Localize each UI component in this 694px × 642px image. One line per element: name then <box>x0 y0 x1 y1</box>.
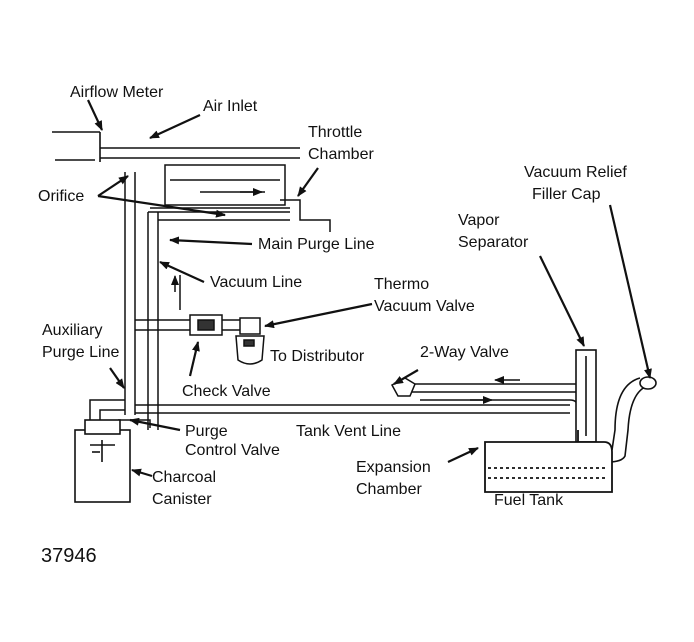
vacuum-line-label: Vacuum Line <box>210 274 303 291</box>
vacuum-relief-label-line2: Filler Cap <box>532 186 601 203</box>
tank-vent-line-label: Tank Vent Line <box>296 423 401 440</box>
purge-and-vacuum-lines <box>124 172 290 430</box>
thermo-vacuum-valve-label-line1: Thermo <box>374 276 430 293</box>
thermo-vacuum-valve <box>235 317 265 365</box>
charcoal-canister-label-line1: Charcoal <box>152 469 217 486</box>
fuel-tank-label: Fuel Tank <box>494 492 564 509</box>
charcoal-canister <box>74 419 131 503</box>
leader-arrows <box>87 99 652 478</box>
check-valve-label: Check Valve <box>182 383 271 400</box>
figure-number: 37946 <box>41 545 97 567</box>
air-intake-duct <box>52 131 300 162</box>
check-valve <box>189 314 223 336</box>
expansion-chamber-label-line1: Expansion <box>356 459 431 476</box>
throttle-chamber-label-line1: Throttle <box>308 124 363 141</box>
two-way-valve-label: 2-Way Valve <box>420 344 509 361</box>
vapor-separator <box>575 349 597 443</box>
vapor-separator-label-line1: Vapor <box>458 212 500 229</box>
orifice-label: Orifice <box>38 188 85 205</box>
charcoal-canister-label-line2: Canister <box>152 491 212 508</box>
fuel-tank <box>484 430 613 493</box>
two-way-valve-assembly <box>390 376 580 409</box>
main-purge-line-label: Main Purge Line <box>258 236 375 253</box>
airflow-meter-label: Airflow Meter <box>70 84 164 101</box>
to-distributor-label: To Distributor <box>270 348 365 365</box>
purge-control-valve-label-line2: Control Valve <box>185 442 280 459</box>
filler-neck <box>607 376 657 463</box>
air-inlet-label: Air Inlet <box>203 98 258 115</box>
vapor-separator-label-line2: Separator <box>458 234 529 251</box>
thermo-vacuum-valve-label-line2: Vacuum Valve <box>374 298 475 315</box>
purge-control-valve-label-line1: Purge <box>185 423 228 440</box>
auxiliary-purge-line-label-line1: Auxiliary <box>42 322 103 339</box>
auxiliary-purge-line-label-line2: Purge Line <box>42 344 120 361</box>
expansion-chamber-label-line2: Chamber <box>356 481 422 498</box>
throttle-chamber-label-line2: Chamber <box>308 146 374 163</box>
throttle-chamber-body <box>150 164 331 232</box>
vacuum-relief-label-line1: Vacuum Relief <box>524 164 627 181</box>
